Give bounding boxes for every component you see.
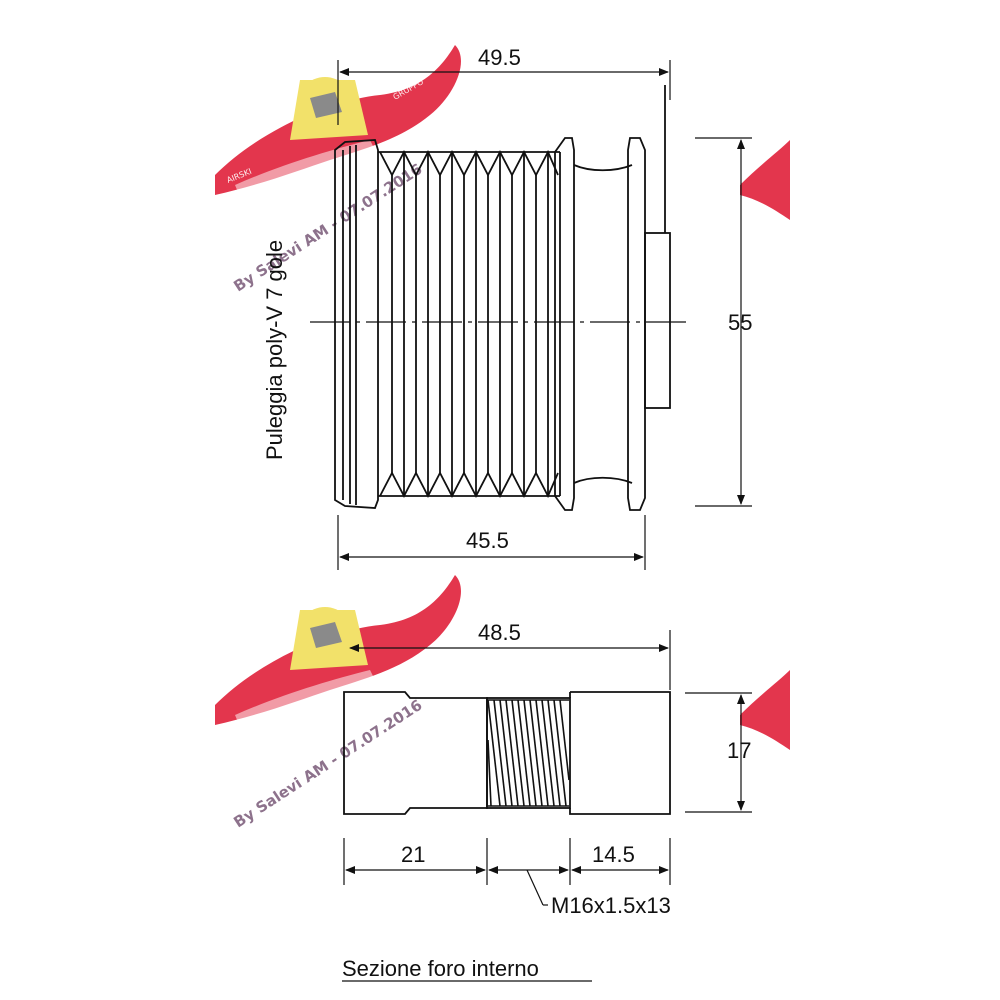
dim-label-14-5: 14.5 — [592, 842, 635, 867]
dimension-top-width — [337, 60, 671, 125]
dimension-section-width — [349, 630, 671, 690]
dim-label-17: 17 — [727, 738, 751, 763]
pulley-type-label: Puleggia poly-V 7 gole — [262, 240, 287, 460]
dimension-section-bottom — [343, 838, 671, 906]
dim-label-21: 21 — [401, 842, 425, 867]
watermark-wing-right-bottom — [740, 670, 790, 750]
pulley-drawing — [334, 85, 671, 511]
dimension-height — [695, 137, 752, 507]
section-caption: Sezione foro interno — [342, 956, 539, 981]
dim-label-55: 55 — [728, 310, 752, 335]
dim-label-45-5: 45.5 — [466, 528, 509, 553]
watermark-wing-right-top — [740, 140, 790, 220]
thread-hatch — [487, 699, 570, 807]
dim-label-49-5: 49.5 — [478, 45, 521, 70]
dimension-bottom-width — [337, 515, 646, 570]
dim-label-48-5: 48.5 — [478, 620, 521, 645]
watermark-logo-bottom — [215, 575, 461, 727]
bore-section-drawing — [343, 691, 671, 815]
thread-spec-label: M16x1.5x13 — [551, 893, 671, 918]
dimension-section-height — [685, 692, 752, 813]
